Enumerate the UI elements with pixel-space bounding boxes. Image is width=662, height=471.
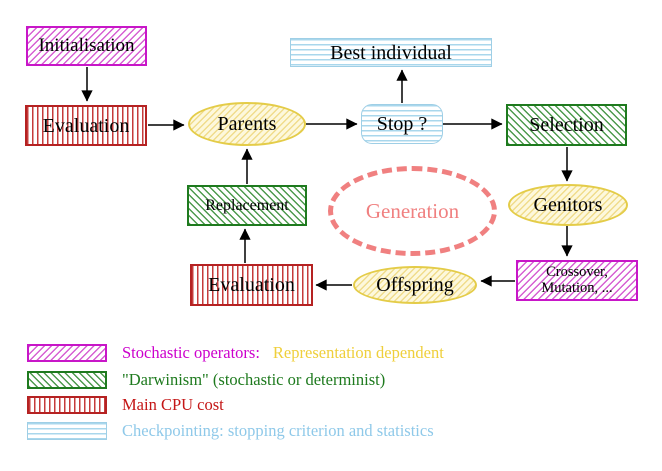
node-genitors-label: Genitors: [533, 194, 603, 216]
legend-label-cpu-cost: Main CPU cost: [122, 395, 224, 414]
generation-label: Generation: [365, 198, 460, 223]
legend-swatch-checkpointing: [27, 422, 107, 440]
node-parents: Parents: [188, 102, 306, 146]
node-offspring: Offspring: [353, 266, 477, 304]
generation-loop-ellipse: Generation: [328, 166, 497, 256]
legend-label-darwinism: "Darwinism" (stochastic or determinist): [122, 370, 386, 389]
legend-swatch-cpu-cost: [27, 396, 107, 414]
node-evaluation-bottom: Evaluation: [190, 264, 313, 306]
node-offspring-label: Offspring: [376, 274, 454, 296]
node-selection: Selection: [506, 104, 627, 146]
node-best-individual-label: Best individual: [330, 41, 452, 64]
node-evaluation-top-label: Evaluation: [42, 114, 130, 137]
node-genitors: Genitors: [508, 184, 628, 226]
legend-label-stochastic-operators: Stochastic operators:: [122, 343, 260, 362]
node-crossover-mutation: Crossover, Mutation, ...: [516, 260, 638, 301]
node-crossover-line1: Crossover,: [546, 263, 608, 280]
node-replacement-label: Replacement: [205, 196, 289, 214]
node-crossover-line2: Mutation, ...: [541, 279, 613, 296]
node-evaluation-bottom-label: Evaluation: [208, 274, 295, 296]
legend-swatch-stochastic-operators: [27, 344, 107, 362]
node-stop: Stop ?: [361, 104, 443, 144]
legend-row-checkpointing: Checkpointing: stopping criterion and st…: [27, 421, 434, 440]
legend-row-stochastic: Stochastic operators: Representation dep…: [27, 343, 444, 362]
node-replacement: Replacement: [187, 185, 307, 226]
node-evaluation-top: Evaluation: [25, 105, 147, 146]
legend-label-representation-dependent: Representation dependent: [272, 343, 444, 362]
legend-label-checkpointing: Checkpointing: stopping criterion and st…: [122, 421, 434, 440]
node-initialisation-label: Initialisation: [38, 34, 135, 56]
node-selection-label: Selection: [529, 114, 604, 136]
node-parents-label: Parents: [217, 113, 277, 135]
legend-row-cpu-cost: Main CPU cost: [27, 395, 224, 414]
node-stop-label: Stop ?: [376, 113, 428, 135]
node-initialisation: Initialisation: [26, 26, 147, 66]
node-best-individual: Best individual: [290, 38, 492, 67]
legend-swatch-darwinism: [27, 371, 107, 389]
legend-row-darwinism: "Darwinism" (stochastic or determinist): [27, 370, 386, 389]
